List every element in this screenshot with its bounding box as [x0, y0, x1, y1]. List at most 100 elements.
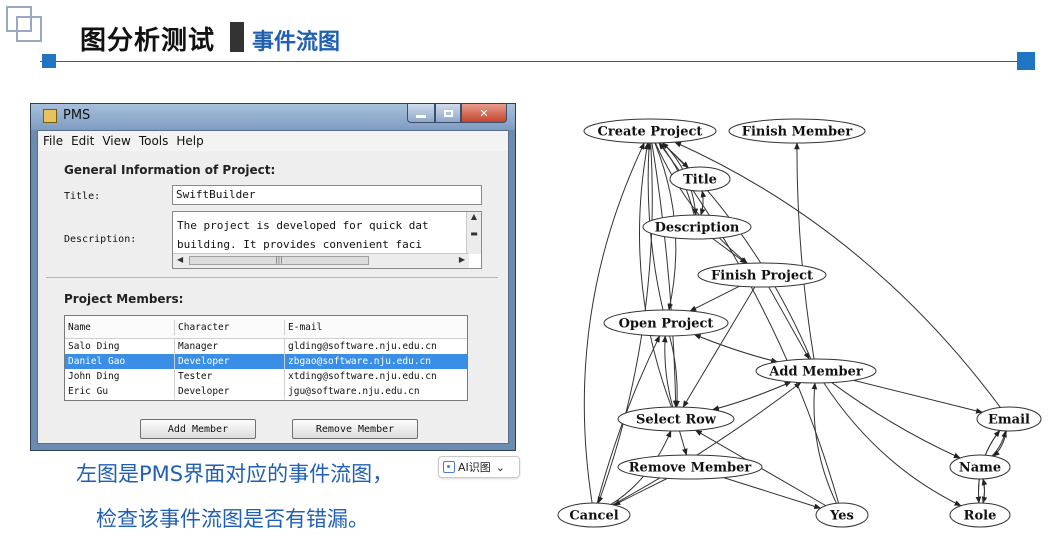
node-finish-project: Finish Project — [697, 262, 827, 288]
node-finish-member: Finish Member — [728, 118, 866, 144]
title-separator — [230, 22, 244, 52]
edge-yes-to-add — [811, 382, 837, 504]
node-create: Create Project — [583, 118, 717, 144]
caption-line-1: 左图是PMS界面对应的事件流图， — [76, 462, 394, 486]
node-ellipse — [642, 214, 752, 240]
edge-role-to-name — [981, 478, 988, 504]
cell-email: xtding@software.nju.edu.cn — [288, 371, 437, 382]
edge-add-to-select — [711, 381, 792, 411]
header-name[interactable]: Name — [65, 319, 175, 335]
edge-select-to-remove — [679, 430, 688, 456]
description-label: Description: — [64, 234, 137, 245]
members-table: Name Character E-mail Salo Ding Manager … — [64, 315, 468, 401]
edge-add-to-name — [831, 382, 961, 459]
node-ellipse — [669, 166, 731, 192]
cell-character: Developer — [175, 354, 285, 369]
node-label: Add Member — [768, 365, 863, 380]
table-row[interactable]: John Ding Tester xtding@software.nju.edu… — [65, 369, 467, 384]
node-ellipse — [697, 262, 827, 288]
node-ellipse — [815, 502, 869, 528]
scroll-up-icon: ▲ — [470, 212, 478, 221]
cell-character: Manager — [175, 339, 285, 354]
edge-create-to-finish_project — [654, 142, 748, 264]
maximize-button[interactable] — [435, 104, 461, 123]
members-heading: Project Members: — [64, 292, 184, 306]
edge-add-to-email — [853, 379, 984, 414]
node-ellipse — [728, 118, 866, 144]
edge-email-to-create — [674, 141, 1001, 408]
vertical-scrollbar[interactable]: ▲▬ — [466, 212, 481, 254]
node-label: Title — [683, 173, 717, 188]
edge-remove-to-yes — [723, 477, 822, 509]
menu-edit[interactable]: Edit — [71, 134, 95, 148]
add-member-button[interactable]: Add Member — [140, 419, 256, 439]
node-ellipse — [949, 502, 1011, 528]
section-divider — [46, 277, 498, 278]
cell-name: Salo Ding — [65, 339, 175, 354]
caption-line-2: 检查该事件流图是否有错漏。 — [96, 507, 369, 531]
minimize-button[interactable] — [407, 104, 435, 123]
description-line-2: building. It provides convenient faci — [177, 238, 423, 251]
node-label: Open Project — [619, 317, 714, 332]
table-row[interactable]: Salo Ding Manager glding@software.nju.ed… — [65, 339, 467, 354]
cell-name: Daniel Gao — [65, 354, 175, 369]
node-label: Remove Member — [629, 461, 752, 476]
edge-add-to-open — [693, 334, 778, 363]
slide-title: 图分析测试 — [80, 26, 216, 56]
node-select: Select Row — [617, 406, 735, 432]
node-email: Email — [976, 406, 1042, 432]
node-description: Description — [642, 214, 752, 240]
node-label: Name — [959, 461, 1001, 476]
header-email[interactable]: E-mail — [288, 321, 323, 333]
node-ellipse — [755, 358, 877, 384]
edge-finish_project-to-select — [682, 286, 756, 408]
node-ellipse — [617, 454, 763, 480]
cell-name: Eric Gu — [65, 384, 175, 399]
header-square-right — [1017, 52, 1035, 70]
chevron-down-icon: ⌄ — [495, 460, 505, 474]
header-character[interactable]: Character — [175, 319, 285, 335]
description-line-1: The project is developed for quick dat — [177, 219, 429, 232]
scroll-down-icon: ▬ — [470, 229, 478, 238]
menu-view[interactable]: View — [102, 134, 131, 148]
menu-file[interactable]: File — [43, 134, 64, 148]
node-label: Cancel — [569, 509, 618, 524]
window-title: PMS — [63, 108, 91, 123]
event-flow-graph: Create Project Finish MemberTitleDescript… — [557, 118, 1042, 528]
title-input[interactable]: SwiftBuilder — [172, 185, 482, 205]
table-row[interactable]: Eric Gu Developer jgu@software.nju.edu.c… — [65, 384, 467, 399]
node-name: Name — [949, 454, 1011, 480]
node-cancel: Cancel — [557, 502, 631, 528]
scroll-left-icon: ◀ — [177, 255, 184, 264]
node-ellipse — [949, 454, 1011, 480]
edge-description-to-finish_project — [712, 238, 747, 264]
slide-subtitle: 事件流图 — [252, 30, 341, 55]
cell-email: jgu@software.nju.edu.cn — [288, 386, 420, 397]
description-textarea[interactable]: The project is developed for quick dat b… — [172, 211, 482, 269]
edge-remove-to-cancel — [613, 477, 668, 506]
ai-recognize-badge[interactable]: AI识图 ⌄ — [438, 456, 520, 478]
menu-tools[interactable]: Tools — [138, 134, 169, 148]
scroll-thumb[interactable]: ||| — [189, 256, 369, 265]
scroll-right-icon: ▶ — [458, 255, 465, 264]
header-square-left — [42, 54, 56, 68]
node-ellipse — [603, 309, 729, 337]
menu-help[interactable]: Help — [176, 134, 204, 148]
maximize-icon — [443, 109, 453, 117]
cell-name: John Ding — [65, 369, 175, 384]
edge-finish_project-to-open — [689, 285, 740, 312]
title-label: Title: — [64, 191, 101, 202]
horizontal-scrollbar[interactable]: ◀ ||| ▶ — [173, 253, 469, 268]
remove-member-button[interactable]: Remove Member — [292, 419, 418, 439]
node-remove: Remove Member — [617, 454, 763, 480]
table-row-selected[interactable]: Daniel Gao Developer zbgao@software.nju.… — [65, 354, 467, 369]
node-label: Create Project — [598, 125, 703, 140]
app-icon — [43, 109, 57, 123]
window-body: File Edit View Tools Help General Inform… — [37, 130, 509, 444]
ai-scan-icon — [443, 461, 455, 473]
node-label: Role — [964, 509, 997, 524]
edge-add-to-create — [661, 142, 812, 360]
close-button[interactable]: ✕ — [461, 104, 507, 123]
node-label: Yes — [829, 509, 854, 524]
window-titlebar[interactable]: PMS ✕ — [31, 104, 515, 130]
